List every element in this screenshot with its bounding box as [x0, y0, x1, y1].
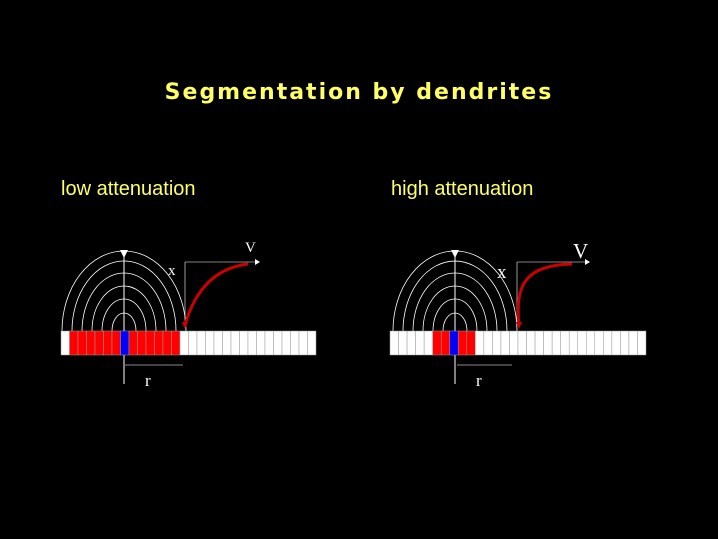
cable-segment	[77, 330, 87, 356]
cable-segment	[145, 330, 155, 356]
cable-segment	[466, 330, 476, 356]
cable-segment	[568, 330, 578, 356]
cable-segment	[111, 330, 121, 356]
cable-segment	[620, 330, 630, 356]
cable-segment	[128, 330, 138, 356]
cable-segment	[69, 330, 79, 356]
cable-segment	[526, 330, 536, 356]
x-label: x	[497, 262, 507, 283]
cable-segment	[273, 330, 283, 356]
cable-segment	[398, 330, 408, 356]
cable-segment	[415, 330, 425, 356]
slide-title: Segmentation by dendrites	[164, 80, 554, 105]
panel-label-low-attenuation: low attenuation	[61, 178, 196, 200]
cable-segment	[440, 330, 450, 356]
cable-segment	[205, 330, 215, 356]
cable-segment	[492, 330, 502, 356]
cable-segment	[290, 330, 300, 356]
r-label: r	[476, 371, 482, 390]
cable-segment	[500, 330, 510, 356]
cable-segment	[264, 330, 274, 356]
cable-segment	[247, 330, 257, 356]
cable-segment	[423, 330, 433, 356]
v-arrowhead	[585, 259, 590, 265]
vertical-axis-arrowhead	[120, 250, 128, 258]
cable-segment	[86, 330, 96, 356]
voltage-decay-curve	[516, 262, 573, 326]
v-arrowhead	[255, 259, 260, 265]
cable-segment	[213, 330, 223, 356]
voltage-decay-curve	[183, 262, 249, 326]
cable-segment	[586, 330, 596, 356]
cable-segment	[475, 330, 485, 356]
cable-segment	[94, 330, 104, 356]
cable-segment	[628, 330, 638, 356]
cable-segment	[171, 330, 181, 356]
cable-segment	[637, 330, 647, 356]
cable-segment	[120, 330, 130, 356]
cable-segment	[594, 330, 604, 356]
cable-segment	[239, 330, 249, 356]
cable-segment	[162, 330, 172, 356]
cable-segment	[543, 330, 553, 356]
cable-segment	[222, 330, 232, 356]
v-label: V	[245, 240, 256, 256]
cable-segment	[406, 330, 416, 356]
r-label: r	[145, 371, 151, 390]
cable-segment	[577, 330, 587, 356]
cable-segment	[60, 330, 70, 356]
cable-segment	[551, 330, 561, 356]
cable-segment	[509, 330, 519, 356]
cable-segment	[449, 330, 459, 356]
cable-segment	[256, 330, 266, 356]
cable-segment	[603, 330, 613, 356]
cable-segment	[281, 330, 291, 356]
cable-segment	[611, 330, 621, 356]
cable-segment	[137, 330, 147, 356]
cable-segment	[307, 330, 317, 356]
cable-segment	[179, 330, 189, 356]
x-label: x	[168, 263, 176, 279]
cable-segment	[103, 330, 113, 356]
cable-segment	[154, 330, 164, 356]
cable-segment	[458, 330, 468, 356]
dendrite-cable	[60, 330, 317, 356]
cable-segment	[534, 330, 544, 356]
panel-high-attenuation: x V r	[389, 239, 647, 390]
v-label: V	[573, 239, 588, 263]
cable-segment	[517, 330, 527, 356]
cable-segment	[483, 330, 493, 356]
panel-label-high-attenuation: high attenuation	[391, 178, 534, 200]
cable-segment	[230, 330, 240, 356]
cable-segment	[389, 330, 399, 356]
dendrite-cable	[389, 330, 647, 356]
cable-segment	[196, 330, 206, 356]
curve-arrowhead	[516, 322, 522, 329]
cable-segment	[432, 330, 442, 356]
panel-low-attenuation: x V r	[60, 240, 317, 390]
cable-segment	[188, 330, 198, 356]
vertical-axis-arrowhead	[451, 250, 459, 258]
curve-arrowhead	[182, 322, 188, 329]
cable-segment	[298, 330, 308, 356]
cable-segment	[560, 330, 570, 356]
